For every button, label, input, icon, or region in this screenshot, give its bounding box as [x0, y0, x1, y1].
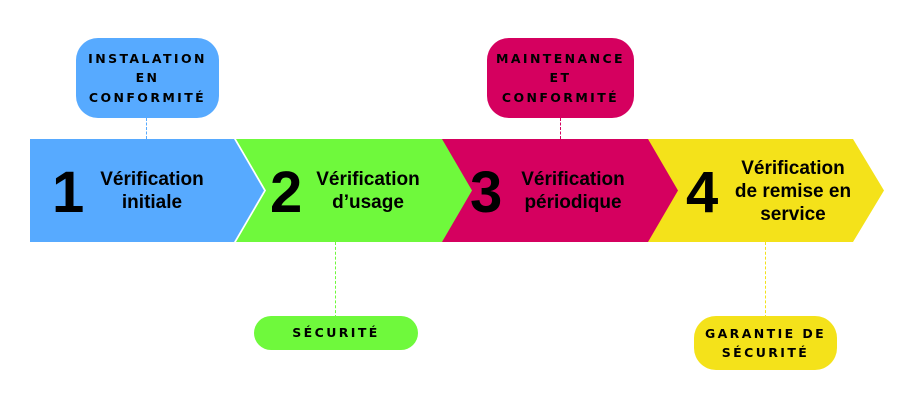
- step-2-label-line-1: Vérification: [316, 169, 420, 190]
- step-3-label-line-2: périodique: [524, 192, 622, 214]
- callout-garantie: GARANTIE DE SÉCURITÉ: [694, 316, 837, 370]
- callout-securite: SÉCURITÉ: [254, 316, 418, 350]
- callout-securite-line-1: SÉCURITÉ: [292, 325, 380, 341]
- callout-installation: INSTALATION EN CONFORMITÉ: [76, 38, 219, 118]
- step-4-arrow: [648, 139, 884, 242]
- step-3-arrow: [442, 139, 685, 242]
- step-1-label: Vérification initiale: [84, 168, 220, 214]
- callout-maintenance-line-3: CONFORMITÉ: [501, 89, 620, 105]
- callout-installation-line-3: CONFORMITÉ: [88, 89, 207, 105]
- step-2-number: 2: [270, 160, 303, 225]
- step-3-label-line-1: Vérification: [521, 169, 625, 190]
- connector-securite: [335, 242, 336, 318]
- step-3-label: Vérification périodique: [505, 168, 641, 214]
- callout-installation-line-1: INSTALATION: [88, 50, 207, 66]
- step-1-arrow: [30, 139, 264, 242]
- step-1-number: 1: [52, 160, 85, 225]
- step-4-label-line-2: de remise en: [734, 181, 852, 203]
- callout-maintenance-line-1: MAINTENANCE: [495, 50, 625, 66]
- step-4-label-line-3: service: [760, 204, 826, 226]
- step-2-arrow: [236, 139, 475, 242]
- step-3-number: 3: [470, 160, 503, 225]
- callout-installation-line-2: EN: [135, 70, 160, 86]
- callout-garantie-line-2: SÉCURITÉ: [721, 345, 810, 360]
- connector-garantie: [765, 242, 766, 318]
- step-1-label-line-1: Vérification: [100, 169, 204, 190]
- callout-maintenance-line-2: ET: [549, 70, 572, 86]
- step-4-label-line-1: Vérification: [741, 158, 845, 179]
- step-2-label-line-2: d’usage: [332, 192, 404, 214]
- step-4-label: Vérification de remise en service: [718, 157, 868, 227]
- connector-installation: [146, 118, 147, 139]
- callout-maintenance: MAINTENANCE ET CONFORMITÉ: [487, 38, 634, 118]
- step-1-label-line-2: initiale: [121, 192, 183, 214]
- step-4-number: 4: [686, 160, 719, 225]
- connector-maintenance: [560, 118, 561, 139]
- step-2-label: Vérification d’usage: [300, 168, 436, 214]
- callout-garantie-line-1: GARANTIE DE: [704, 325, 827, 341]
